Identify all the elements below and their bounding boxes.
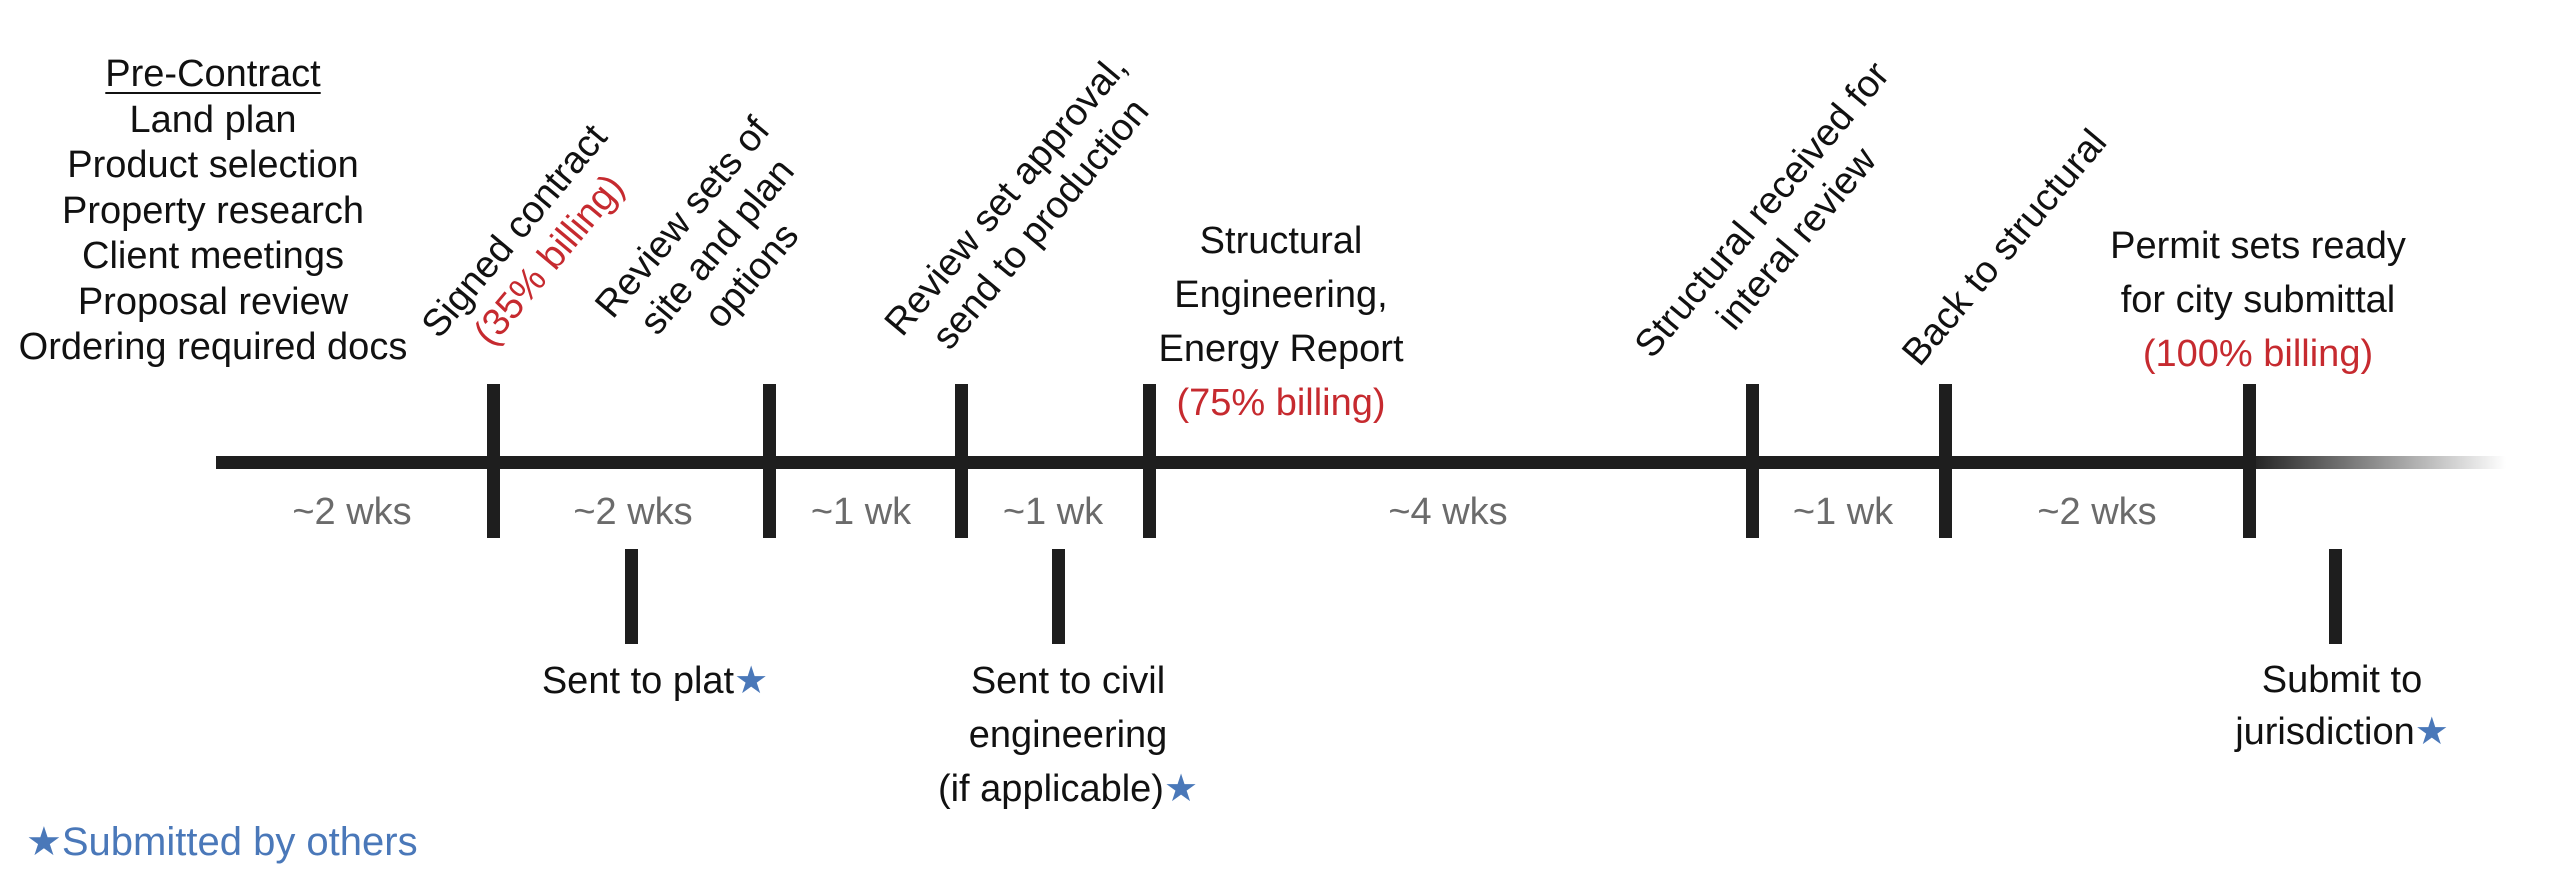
sub-event-sent-to-civil: Sent to civil engineering (if applicable… — [938, 654, 1198, 816]
milestone-tick-permit-sets — [2243, 384, 2256, 538]
legend-label: Submitted by others — [61, 820, 418, 864]
sub-event-text: (if applicable) — [937, 768, 1164, 810]
milestone-text: Back to structural — [1894, 121, 2116, 374]
sub-event-submit-jurisdiction: Submit to jurisdiction★ — [2235, 654, 2449, 758]
star-icon: ★ — [2414, 711, 2449, 753]
billing-label: (100% billing) — [2142, 333, 2374, 375]
star-icon: ★ — [26, 820, 62, 864]
billing-label: (75% billing) — [1176, 382, 1386, 424]
sub-tick-sent-to-plat — [625, 549, 638, 644]
sub-event-text: Submit to — [2261, 659, 2423, 701]
sub-event-sent-to-plat: Sent to plat★ — [542, 654, 768, 708]
milestone-tick-review-sets — [763, 384, 776, 538]
milestone-structural-engineering: Structural Engineering, Energy Report (7… — [1158, 214, 1403, 430]
milestone-tick-back-to-structural — [1939, 384, 1952, 538]
pre-contract-item: Product selection — [67, 144, 359, 186]
timeline-axis — [216, 456, 2506, 469]
duration-label: ~2 wks — [2037, 491, 2157, 533]
milestone-permit-sets: Permit sets ready for city submittal (10… — [2110, 219, 2406, 381]
duration-label: ~2 wks — [292, 491, 412, 533]
milestone-review-sets: Review sets of site and plan options — [587, 109, 849, 385]
duration-label: ~4 wks — [1388, 491, 1508, 533]
sub-event-text: engineering — [968, 714, 1168, 756]
milestone-text: Structural — [1199, 220, 1363, 262]
milestone-tick-review-approval — [955, 384, 968, 538]
milestone-text: Engineering, — [1174, 274, 1388, 316]
milestone-tick-structural-engineering — [1143, 384, 1156, 538]
pre-contract-title: Pre-Contract — [105, 53, 321, 95]
pre-contract-item: Property research — [61, 189, 364, 232]
star-icon: ★ — [734, 660, 769, 702]
pre-contract-item: Proposal review — [77, 280, 349, 323]
sub-event-text: Sent to plat — [541, 660, 735, 702]
milestone-text: for city submittal — [2120, 279, 2396, 321]
sub-tick-sent-to-civil — [1052, 549, 1065, 644]
milestone-text: Energy Report — [1158, 328, 1404, 370]
milestone-tick-signed-contract — [487, 384, 500, 538]
milestone-text: interal review — [1708, 139, 1885, 339]
milestone-structural-received: Structural received for interal review — [1626, 53, 1934, 396]
sub-event-text: Sent to civil — [970, 660, 1166, 702]
pre-contract-item: Client meetings — [82, 235, 344, 277]
pre-contract-item: Ordering required docs — [18, 326, 408, 368]
milestone-back-to-structural: Back to structural — [1894, 121, 2117, 375]
duration-label: ~1 wk — [1002, 491, 1104, 533]
milestone-review-approval: Review set approval, send to production — [876, 46, 1172, 374]
sub-tick-submit-jurisdiction — [2329, 549, 2342, 644]
duration-label: ~1 wk — [1792, 491, 1894, 533]
milestone-text: Permit sets ready — [2110, 225, 2406, 267]
milestone-text: Structural received for — [1626, 54, 1898, 366]
milestone-signed-contract: Signed contract (35% billing) — [413, 116, 652, 376]
sub-event-text: jurisdiction — [2235, 711, 2415, 753]
star-icon: ★ — [1163, 768, 1199, 810]
legend: ★Submitted by others — [26, 818, 418, 866]
pre-contract-block: Pre-Contract Land plan Product selection… — [13, 52, 413, 371]
pre-contract-item: Land plan — [129, 98, 297, 141]
milestone-tick-structural-received — [1746, 384, 1759, 538]
duration-label: ~2 wks — [573, 491, 693, 533]
duration-label: ~1 wk — [810, 491, 912, 533]
